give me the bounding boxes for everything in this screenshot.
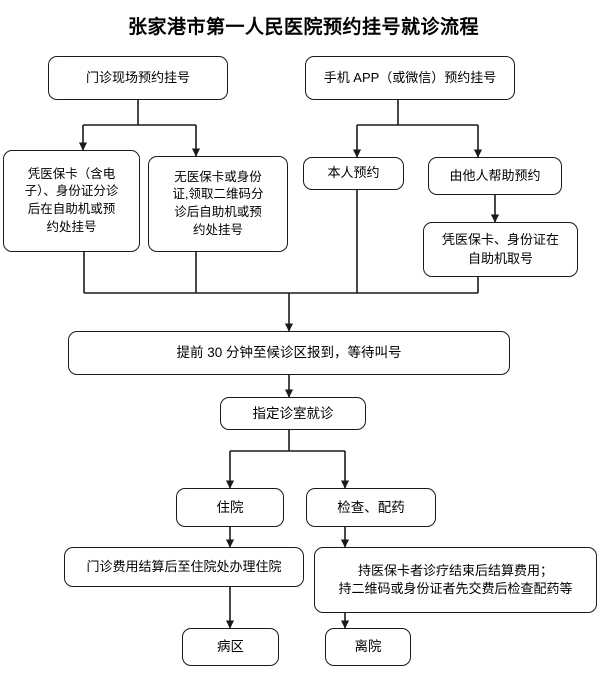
node-label: 离院 [354, 639, 382, 655]
node-label: 病区 [217, 639, 244, 655]
node-self-booking[interactable]: 本人预约 [303, 157, 404, 190]
node-label: 手机 APP（或微信）预约挂号 [323, 69, 497, 85]
node-label: 由他人帮助预约 [449, 167, 541, 183]
node-label: 门诊费用结算后至住院处办理住院 [86, 558, 282, 574]
node-exam-and-medication[interactable]: 检查、配药 [306, 488, 436, 527]
node-label: 指定诊室就诊 [252, 405, 334, 421]
node-mobile-app-registration[interactable]: 手机 APP（或微信）预约挂号 [305, 56, 515, 100]
node-label: 本人预约 [327, 165, 380, 181]
node-label: 凭医保卡、身份证在 自助机取号 [441, 232, 559, 266]
node-inpatient[interactable]: 住院 [176, 488, 284, 527]
node-label: 门诊现场预约挂号 [85, 69, 190, 85]
node-label: 检查、配药 [337, 499, 405, 515]
node-leave-hospital[interactable]: 离院 [325, 628, 411, 666]
node-settlement-rules[interactable]: 持医保卡者诊疗结束后结算费用； 持二维码或身份证者先交费后检查配药等 [314, 547, 597, 613]
node-proxy-booking[interactable]: 由他人帮助预约 [428, 157, 562, 195]
node-label: 持医保卡者诊疗结束后结算费用； 持二维码或身份证者先交费后检查配药等 [338, 562, 573, 596]
node-with-insurance-card[interactable]: 凭医保卡（含电 子）、身份证分诊 后在自助机或预 约处挂号 [3, 150, 140, 252]
node-kiosk-ticket-pickup[interactable]: 凭医保卡、身份证在 自助机取号 [423, 222, 578, 277]
node-label: 提前 30 分钟至候诊区报到，等待叫号 [176, 345, 402, 361]
node-settle-then-admission[interactable]: 门诊费用结算后至住院处办理住院 [64, 547, 304, 587]
node-label: 无医保卡或身份 证,领取二维码分 诊后自助机或预 约处挂号 [172, 169, 264, 237]
node-ward[interactable]: 病区 [182, 628, 279, 666]
node-outpatient-onsite-registration[interactable]: 门诊现场预约挂号 [48, 56, 228, 100]
node-designated-consulting-room[interactable]: 指定诊室就诊 [220, 397, 366, 430]
node-without-insurance-card[interactable]: 无医保卡或身份 证,领取二维码分 诊后自助机或预 约处挂号 [148, 156, 288, 252]
node-label: 住院 [216, 499, 244, 515]
node-label: 凭医保卡（含电 子）、身份证分诊 后在自助机或预 约处挂号 [24, 166, 119, 234]
node-arrive-30-min-early[interactable]: 提前 30 分钟至候诊区报到，等待叫号 [68, 331, 510, 375]
page-title: 张家港市第一人民医院预约挂号就诊流程 [127, 17, 479, 38]
